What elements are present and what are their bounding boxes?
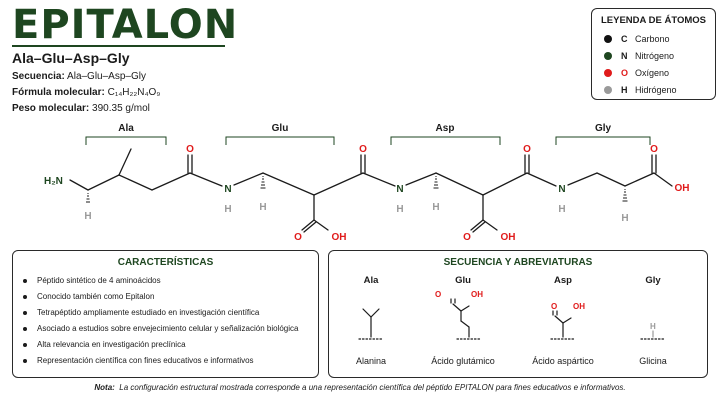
nitrogen-label: N [558, 184, 565, 195]
residue-label-glu: Glu [272, 123, 289, 134]
formula-label: Fórmula molecular: [12, 87, 105, 98]
legend-symbol: O [621, 68, 629, 78]
hydroxyl-label: OH [501, 232, 516, 243]
footer-note: Nota: La configuración estructural mostr… [0, 383, 720, 392]
abbreviations-panel: SECUENCIA Y ABREVIATURAS Ala Glu Asp Gly [328, 250, 708, 378]
nitrogen-label: N [224, 184, 231, 195]
weight-value: 390.35 g/mol [92, 103, 150, 114]
abbr-code-asp: Asp [554, 275, 572, 286]
amine-label: H₂N [44, 176, 63, 187]
formula-info: Fórmula molecular: C₁₄H₂₂N₄O₉ [12, 87, 160, 98]
characteristic-item: Tetrapéptido ampliamente estudiado en in… [23, 308, 259, 317]
legend-item-carbon: C Carbono [604, 32, 670, 46]
legend-symbol: C [621, 34, 628, 44]
abbr-name-asp: Ácido aspártico [532, 356, 594, 366]
note-text: La configuración estructural mostrada co… [119, 383, 626, 392]
oxygen-dot-icon [604, 69, 612, 77]
hydrogen-label: H [621, 213, 628, 224]
title-underline [12, 45, 225, 47]
bullet-icon [23, 358, 27, 363]
sequence-label: Secuencia: [12, 71, 65, 82]
oxygen-label: O [186, 144, 194, 155]
legend-symbol: N [621, 51, 628, 61]
glu-hydroxyl-label: OH [471, 290, 483, 299]
abbr-code-glu: Glu [455, 275, 471, 286]
abbreviation-structures: Ala Glu Asp Gly O OH O OH [356, 275, 667, 366]
legend-label: Carbono [635, 34, 670, 44]
hydrogen-dot-icon [604, 86, 612, 94]
legend-symbol: H [621, 85, 628, 95]
legend-title: LEYENDA DE ÁTOMOS [600, 15, 707, 26]
hydrogen-label: H [432, 202, 439, 213]
characteristic-item: Conocido también como Epitalon [23, 292, 154, 301]
characteristic-item: Asociado a estudios sobre envejecimiento… [23, 324, 298, 333]
nitrogen-label: N [396, 184, 403, 195]
abbr-name-glu: Ácido glutámico [431, 356, 495, 366]
asp-oxygen-label: O [551, 302, 557, 311]
bracket-ala [85, 136, 167, 145]
residue-label-ala: Ala [118, 123, 134, 134]
epitalon-structure-diagram: Ala Glu Asp Gly [44, 123, 690, 243]
page-title: EPITALON [12, 2, 239, 48]
nitrogen-dot-icon [604, 52, 612, 60]
characteristics-panel: CARACTERÍSTICAS Péptido sintético de 4 a… [12, 250, 319, 378]
bracket-asp [390, 136, 501, 145]
oxygen-label: O [294, 232, 302, 243]
abbr-name-ala: Alanina [356, 356, 386, 366]
legend-item-oxygen: O Oxígeno [604, 66, 669, 80]
legend-label: Oxígeno [635, 68, 670, 78]
residue-label-asp: Asp [436, 123, 455, 134]
hydrogen-label: H [396, 204, 403, 215]
sequence-info: Secuencia: Ala–Glu–Asp–Gly [12, 71, 146, 82]
oxygen-label: O [463, 232, 471, 243]
abbr-code-ala: Ala [364, 275, 380, 286]
bracket-gly [555, 136, 651, 145]
atom-legend: LEYENDA DE ÁTOMOS C Carbono N Nitrógeno … [591, 8, 716, 100]
glu-oxygen-label: O [435, 290, 441, 299]
bullet-icon [23, 294, 27, 299]
hydroxyl-label: OH [675, 183, 690, 194]
abbr-name-gly: Glicina [639, 356, 667, 366]
hydrogen-label: H [259, 202, 266, 213]
legend-label: Nitrógeno [635, 51, 675, 61]
characteristic-item: Representación científica con fines educ… [23, 356, 254, 365]
hydroxyl-label: OH [332, 232, 347, 243]
abbreviations-title: SECUENCIA Y ABREVIATURAS [443, 257, 593, 268]
bullet-icon [23, 342, 27, 347]
asp-hydroxyl-label: OH [573, 302, 585, 311]
legend-item-nitrogen: N Nitrógeno [604, 49, 674, 63]
characteristic-item: Péptido sintético de 4 aminoácidos [23, 276, 161, 285]
characteristic-item: Alta relevancia en investigación preclín… [23, 340, 186, 349]
page-subtitle: Ala–Glu–Asp–Gly [12, 50, 130, 66]
note-label: Nota: [94, 383, 115, 392]
gly-hydrogen-label: H [650, 322, 656, 331]
bullet-icon [23, 278, 27, 283]
carbon-dot-icon [604, 35, 612, 43]
residue-label-gly: Gly [595, 123, 612, 134]
hydrogen-label: H [224, 204, 231, 215]
formula-value: C₁₄H₂₂N₄O₉ [107, 87, 161, 98]
weight-info: Peso molecular: 390.35 g/mol [12, 103, 150, 114]
legend-label: Hidrógeno [635, 85, 677, 95]
characteristics-title: CARACTERÍSTICAS [117, 257, 214, 268]
bracket-glu [225, 136, 335, 145]
sequence-value: Ala–Glu–Asp–Gly [67, 71, 146, 82]
oxygen-label: O [359, 144, 367, 155]
legend-item-hydrogen: H Hidrógeno [604, 83, 677, 97]
hydrogen-label: H [558, 204, 565, 215]
weight-label: Peso molecular: [12, 103, 90, 114]
abbr-code-gly: Gly [645, 275, 661, 286]
bullet-icon [23, 326, 27, 331]
oxygen-label: O [523, 144, 531, 155]
bullet-icon [23, 310, 27, 315]
hydrogen-label: H [84, 211, 91, 222]
oxygen-label: O [650, 144, 658, 155]
